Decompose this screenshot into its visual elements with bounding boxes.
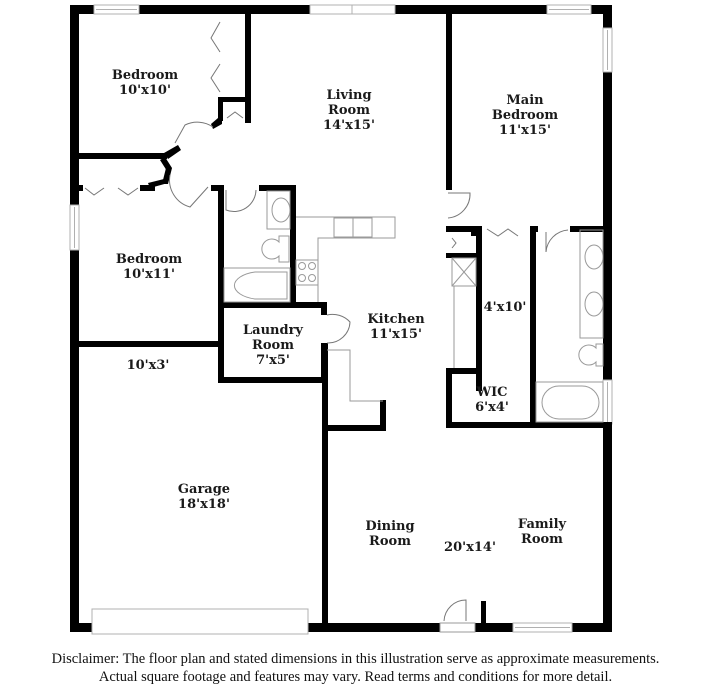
interior-walls	[70, 5, 612, 630]
room-label-kitchen: Kitchen 11'x15'	[367, 312, 425, 342]
room-label-bedroom-1: Bedroom 10'x10'	[111, 68, 179, 98]
room-label-main-bedroom: Main Bedroom 11'x15'	[491, 93, 559, 138]
room-label-garage: Garage 18'x18'	[177, 482, 231, 512]
disclaimer: Disclaimer: The floor plan and stated di…	[0, 650, 711, 686]
room-label-dining-room: Dining Room	[365, 519, 415, 549]
double-vanity	[579, 229, 604, 339]
sink-icon	[584, 291, 604, 317]
bifold-door-icon	[210, 21, 221, 53]
garage-door	[91, 608, 309, 635]
room-label-dining-family-dims: 20'x14'	[444, 540, 496, 555]
room-label-storage: 10'x3'	[126, 358, 170, 373]
room-label-living-room: Living Room 14'x15'	[323, 88, 375, 133]
room-label-bedroom-2: Bedroom 10'x11'	[115, 252, 183, 282]
sink-icon	[271, 197, 291, 223]
toilet-icon	[578, 343, 604, 367]
kitchen-counter	[296, 216, 396, 302]
bathtub-icon	[535, 381, 604, 423]
doors	[84, 21, 569, 622]
sink-icon	[584, 244, 604, 270]
fixtures	[223, 190, 604, 423]
linen-closet	[451, 257, 477, 287]
bathtub-icon	[223, 267, 291, 303]
disclaimer-line-2: Actual square footage and features may v…	[98, 669, 613, 685]
vanity	[266, 190, 291, 230]
disclaimer-line-1: Disclaimer: The floor plan and stated di…	[51, 651, 660, 667]
room-label-family-room: Family Room	[517, 517, 567, 547]
stove-icon	[295, 259, 319, 286]
room-label-closet-hall: 4'x10'	[483, 300, 527, 315]
room-label-wic: WIC 6'x4'	[475, 385, 509, 415]
toilet-icon	[261, 235, 290, 263]
room-label-laundry-room: Laundry Room 7'x5'	[243, 323, 303, 368]
windows	[69, 4, 613, 635]
